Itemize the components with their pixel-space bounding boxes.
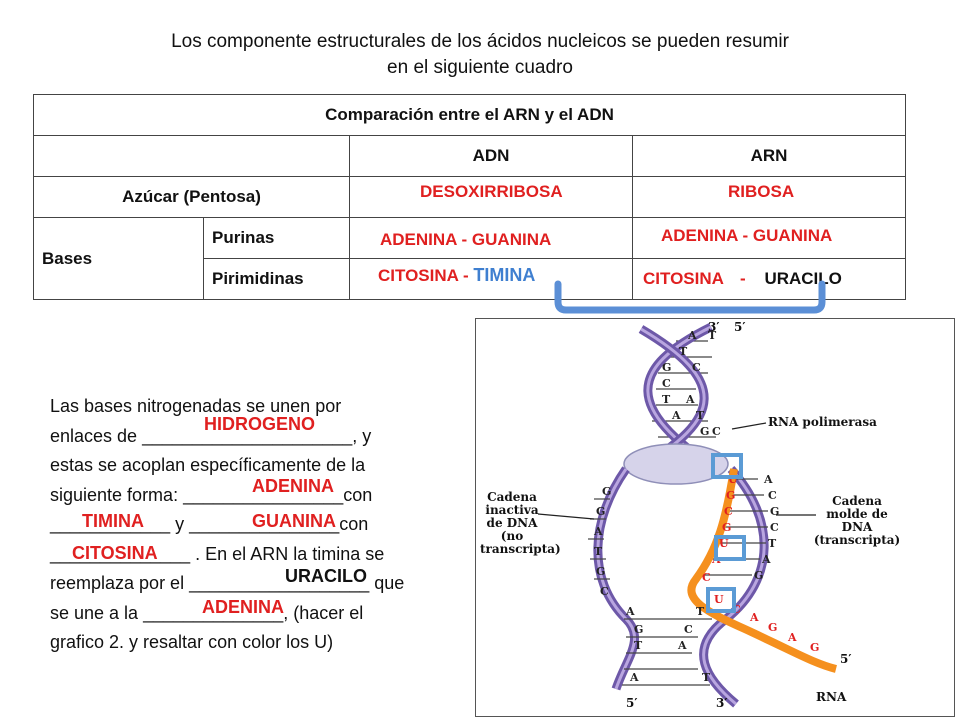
svg-text:A: A bbox=[761, 553, 771, 566]
fill-in-paragraph: Las bases nitrogenadas se unen por enlac… bbox=[50, 392, 480, 658]
svg-text:U: U bbox=[719, 537, 729, 550]
cell-purinas-arn: ADENINA - GUANINA bbox=[631, 217, 907, 259]
svg-text:T: T bbox=[696, 409, 705, 422]
svg-text:C: C bbox=[724, 505, 733, 518]
svg-text:U: U bbox=[728, 473, 738, 486]
paragraph-line-2: enlaces de _____________________, y bbox=[50, 425, 372, 446]
svg-text:A: A bbox=[593, 525, 603, 538]
svg-text:T: T bbox=[634, 639, 643, 652]
pirim-adn-citosina: CITOSINA - bbox=[378, 265, 469, 285]
svg-text:C: C bbox=[600, 585, 609, 598]
svg-text:A: A bbox=[629, 671, 639, 684]
svg-text:C: C bbox=[684, 623, 693, 636]
svg-text:A: A bbox=[685, 393, 695, 406]
svg-text:T: T bbox=[768, 537, 777, 550]
purinas-arn-value: ADENINA - GUANINA bbox=[661, 226, 833, 245]
comparison-table: Comparación entre el ARN y el ADN ADN AR… bbox=[32, 94, 907, 300]
answer-uracilo: URACILO bbox=[285, 566, 367, 586]
label-5prime-bottom-left: 5′ bbox=[626, 696, 638, 710]
svg-text:C: C bbox=[662, 377, 671, 390]
svg-text:C: C bbox=[732, 603, 741, 616]
pirim-adn-timina: TIMINA bbox=[473, 264, 536, 285]
paragraph-line-4: siguiente forma: ________________con bbox=[50, 484, 373, 505]
svg-text:A: A bbox=[749, 611, 759, 624]
cell-purinas-adn: ADENINA - GUANINA bbox=[349, 217, 633, 259]
svg-text:G: G bbox=[662, 361, 671, 374]
label-rna: RNA bbox=[816, 690, 847, 704]
svg-text:U: U bbox=[714, 593, 724, 606]
svg-text:A: A bbox=[787, 631, 797, 644]
answer-adenina-1: ADENINA bbox=[252, 476, 335, 496]
svg-text:G: G bbox=[602, 485, 611, 498]
row-azucar-label: Azúcar (Pentosa) bbox=[33, 176, 350, 218]
svg-text:A: A bbox=[763, 473, 773, 486]
pirim-arn-citosina: CITOSINA bbox=[643, 269, 724, 288]
svg-text:G: G bbox=[722, 521, 731, 534]
svg-text:A: A bbox=[671, 409, 681, 422]
svg-text:G: G bbox=[810, 641, 819, 654]
row-bases-label: Bases bbox=[33, 217, 204, 300]
label-5prime-top: 5′ bbox=[734, 320, 746, 334]
intro-line-2: en el siguiente cuadro bbox=[387, 57, 573, 78]
svg-text:C: C bbox=[702, 571, 711, 584]
svg-text:G: G bbox=[726, 489, 735, 502]
svg-text:G: G bbox=[754, 569, 763, 582]
paragraph-line-7: reemplaza por el __________________ que bbox=[50, 573, 405, 593]
table-title: Comparación entre el ARN y el ADN bbox=[32, 94, 907, 136]
intro-line-1: Los componente estructurales de los ácid… bbox=[171, 31, 789, 52]
label-rna-polimerasa: RNA polimerasa bbox=[768, 415, 877, 429]
purinas-label: Purinas bbox=[203, 217, 350, 259]
svg-text:G: G bbox=[770, 505, 779, 518]
paragraph-line-8: se une a la ______________, (hacer el bbox=[50, 602, 364, 623]
svg-text:C: C bbox=[712, 425, 721, 438]
svg-text:C: C bbox=[692, 361, 701, 374]
paragraph-line-3: estas se acoplan específicamente de la bbox=[50, 455, 366, 475]
azucar-adn-value: DESOXIRRIBOSA bbox=[420, 182, 563, 201]
answer-citosina: CITOSINA bbox=[72, 543, 158, 563]
pirimidinas-label: Pirimidinas bbox=[203, 258, 350, 300]
answer-adenina-2: ADENINA bbox=[202, 597, 285, 617]
svg-text:T: T bbox=[702, 671, 711, 684]
svg-text:G: G bbox=[700, 425, 709, 438]
svg-text:C: C bbox=[768, 489, 777, 502]
svg-text:T: T bbox=[662, 393, 671, 406]
header-adn: ADN bbox=[349, 135, 633, 177]
paragraph-line-6: ______________ . En el ARN la timina se bbox=[50, 543, 385, 564]
svg-text:G: G bbox=[596, 565, 605, 578]
purinas-adn-value: ADENINA - GUANINA bbox=[380, 230, 552, 249]
cell-azucar-arn: RIBOSA bbox=[631, 176, 907, 218]
svg-text:C: C bbox=[770, 521, 779, 534]
svg-text:A: A bbox=[677, 639, 687, 652]
label-3prime-bottom: 3′ bbox=[716, 696, 728, 710]
answer-timina: TIMINA bbox=[82, 511, 144, 531]
svg-text:A: A bbox=[687, 329, 697, 342]
label-cadena-molde: Cadena molde de DNA (transcripta) bbox=[813, 494, 901, 547]
header-arn: ARN bbox=[631, 135, 907, 177]
paragraph-line-1: Las bases nitrogenadas se unen por bbox=[50, 396, 342, 416]
svg-text:T: T bbox=[679, 345, 688, 358]
svg-text:G: G bbox=[596, 505, 605, 518]
svg-text:G: G bbox=[634, 623, 643, 636]
comparison-bracket bbox=[554, 280, 826, 314]
svg-text:A: A bbox=[625, 605, 635, 618]
svg-text:G: G bbox=[768, 621, 777, 634]
label-3prime-top: 3′ bbox=[708, 320, 720, 334]
cell-pirim-arn: CITOSINA - URACILO bbox=[631, 258, 907, 300]
svg-text:T: T bbox=[708, 329, 717, 342]
label-5prime-rna: 5′ bbox=[840, 652, 852, 666]
paragraph-line-9: grafico 2. y resaltar con color los U) bbox=[50, 632, 334, 652]
table-corner bbox=[33, 135, 350, 177]
svg-text:T: T bbox=[594, 545, 603, 558]
label-cadena-inactiva: Cadena inactiva de DNA (no transcripta) bbox=[480, 490, 561, 556]
pirim-arn-dash: - bbox=[740, 269, 746, 288]
cell-azucar-adn: DESOXIRRIBOSA bbox=[349, 176, 633, 218]
azucar-arn-value: RIBOSA bbox=[728, 182, 795, 201]
svg-text:T: T bbox=[696, 605, 705, 618]
cell-pirim-adn: CITOSINA - TIMINA bbox=[349, 258, 633, 300]
answer-guanina: GUANINA bbox=[252, 511, 336, 531]
paragraph-line-5: ____________ y _______________con bbox=[50, 514, 369, 534]
answer-hidrogeno: HIDROGENO bbox=[204, 414, 316, 434]
